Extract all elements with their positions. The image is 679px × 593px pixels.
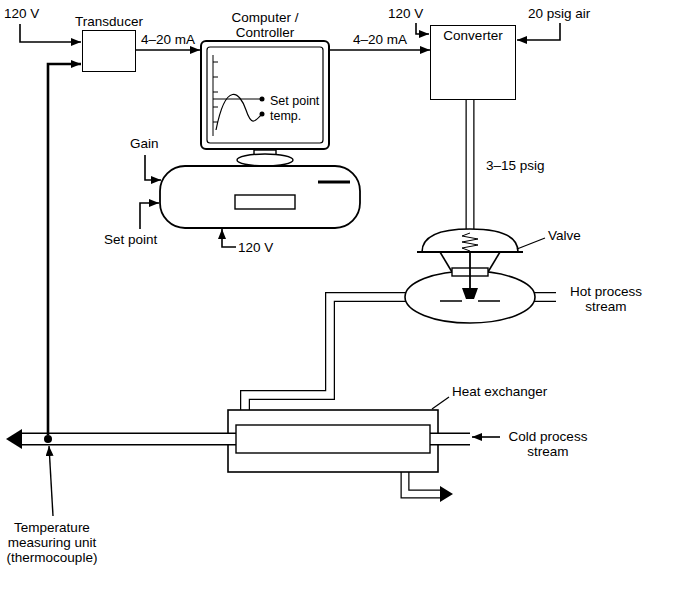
actuator-spring — [462, 233, 478, 251]
chart-dot — [260, 112, 265, 117]
thermocouple-dot — [44, 435, 52, 443]
actuator-flange — [417, 251, 523, 253]
valve-yoke — [488, 252, 500, 272]
chart-dot — [260, 97, 265, 102]
unit-heading: Computer / Controller — [225, 10, 305, 40]
setpoint-line — [213, 99, 262, 100]
leader-line — [49, 446, 53, 516]
leader-line — [432, 397, 449, 409]
valve-seat — [440, 300, 500, 302]
signal-connector — [330, 49, 430, 51]
part-label: Valve — [548, 228, 581, 243]
exchanger-tubes — [236, 425, 430, 453]
stream-label: Hot process stream — [560, 284, 652, 314]
signal-label: 3–15 psig — [486, 158, 545, 173]
supply-label: 20 psig air — [528, 6, 590, 21]
signal-label: 4–20 mA — [353, 32, 407, 47]
valve-yoke — [440, 252, 452, 272]
flow-arrow — [472, 436, 500, 438]
hot-pipe — [245, 297, 407, 410]
keyboard-bar — [318, 181, 350, 184]
unit-heading: Converter — [431, 26, 515, 43]
air-line — [517, 23, 560, 40]
input-label: Set point — [104, 232, 157, 247]
unit-heading: Transducer — [75, 14, 143, 29]
converter-box: Converter — [430, 25, 516, 100]
part-label: Temperature measuring unit (thermocouple… — [2, 520, 102, 565]
signal-connector — [136, 49, 200, 51]
flow-arrowhead — [6, 429, 22, 449]
valve-stem — [469, 252, 471, 290]
temperature-curve — [216, 94, 262, 130]
hot-pipe — [245, 297, 407, 410]
stream-label: Cold process stream — [503, 429, 593, 459]
display-label: Set point temp. — [270, 94, 324, 124]
valve-plug — [462, 288, 478, 299]
gain-line — [145, 155, 161, 180]
input-label: Gain — [130, 136, 159, 151]
power-line — [20, 24, 81, 42]
supply-label: 120 V — [4, 6, 39, 21]
setpoint-input-line — [140, 203, 159, 229]
supply-label: 120 V — [388, 6, 423, 21]
valve-actuator — [422, 229, 518, 252]
leader-line — [517, 238, 545, 249]
computer-monitor: Computer / ControllerSet point temp. — [200, 40, 330, 150]
monitor-stand — [237, 154, 293, 166]
transducer-box: Transducer — [82, 30, 136, 72]
monitor-screen — [207, 47, 323, 143]
power-line — [416, 23, 429, 34]
thermocouple-wire — [48, 64, 81, 435]
hot-inlet-pipe — [533, 292, 556, 302]
signal-label: 4–20 mA — [141, 32, 195, 47]
outlet-pipe — [405, 470, 440, 494]
keyboard-slot — [235, 195, 295, 209]
keyboard-unit — [160, 166, 360, 228]
chart-ticks — [213, 62, 218, 122]
air-pipe — [466, 100, 475, 231]
supply-label: 120 V — [238, 240, 273, 255]
hot-inlet-pipe — [533, 293, 556, 301]
power-line — [222, 229, 236, 247]
air-pipe — [467, 100, 474, 231]
part-label: Heat exchanger — [452, 384, 547, 399]
flow-arrowhead — [440, 486, 453, 502]
chart-axis — [213, 55, 214, 136]
outlet-pipe — [405, 470, 440, 494]
exchanger-shell — [228, 410, 438, 472]
